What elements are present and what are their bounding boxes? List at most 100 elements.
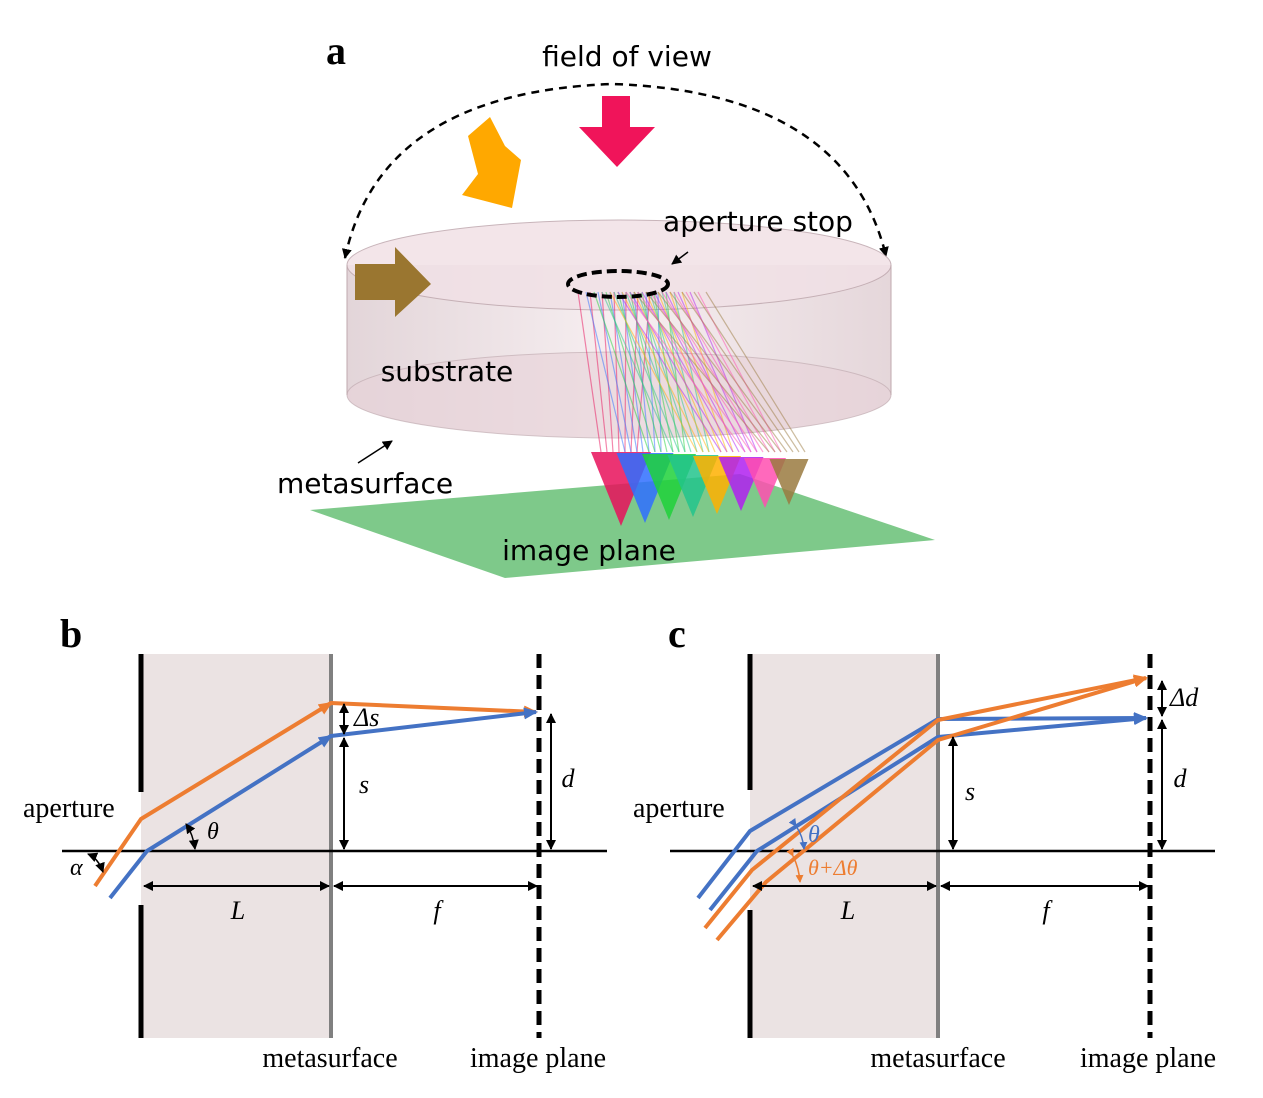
bundle-ray <box>641 291 674 453</box>
panel-b: b aperture metasurface image plane L f s… <box>23 611 607 1074</box>
bundle-ray <box>613 291 620 453</box>
bundle-ray <box>649 291 758 453</box>
theta-label: θ <box>808 822 820 848</box>
bundle-ray <box>645 291 716 453</box>
bundle-ray <box>669 291 788 453</box>
bundle-ray <box>665 291 746 453</box>
metasurface-pointer <box>357 440 393 464</box>
bundle-ray <box>636 291 651 453</box>
theta-arc <box>788 817 808 850</box>
s-label: s <box>965 777 975 806</box>
bundle-ray <box>625 291 746 453</box>
bundle-ray <box>705 291 806 453</box>
bundle-ray <box>641 291 734 453</box>
bundle-ray <box>621 291 644 453</box>
bundle-ray <box>633 291 710 453</box>
aperture-label: aperture <box>23 793 115 824</box>
panel-b-letter: b <box>60 611 82 656</box>
metasurface-label: metasurface <box>277 467 453 500</box>
ray-blue <box>108 707 538 900</box>
panel-a: a field of view aperture stop substrate … <box>277 28 935 578</box>
field-of-view-arc <box>341 82 889 259</box>
bundle-ray <box>613 291 680 453</box>
bundle-ray <box>601 291 674 453</box>
L-label: L <box>840 896 855 925</box>
bundle-ray <box>681 291 794 453</box>
bundle-ray <box>621 291 704 453</box>
bundle-ray <box>637 291 752 453</box>
bundle-ray <box>630 291 639 453</box>
d-label: d <box>1174 764 1188 793</box>
aperture-stop-pointer <box>671 251 689 265</box>
bundle-ray <box>697 291 782 453</box>
bundle-ray <box>577 291 602 453</box>
f-label: f <box>433 896 444 925</box>
light-bundle <box>577 291 806 453</box>
aperture-label: aperture <box>633 793 725 824</box>
bundle-ray <box>657 291 722 453</box>
bundle-ray <box>605 291 656 453</box>
bundle-ray <box>633 291 770 453</box>
image-plane <box>310 474 935 578</box>
panel-a-letter: a <box>326 28 346 73</box>
bundle-ray <box>601 291 614 453</box>
bundle-ray <box>673 291 710 453</box>
arrow-normal-incidence <box>579 96 655 167</box>
bundle-ray <box>669 291 728 453</box>
bundle-ray <box>589 291 608 453</box>
bundle-ray <box>645 291 776 453</box>
metasurface-label: metasurface <box>870 1043 1005 1074</box>
bundle-ray <box>657 291 782 453</box>
theta-plus-arc <box>786 847 804 883</box>
focal-cone <box>769 459 809 505</box>
bundle-ray <box>689 291 758 453</box>
metasurface-label: metasurface <box>262 1043 397 1074</box>
bundle-ray <box>624 291 627 453</box>
delta-s-label: Δs <box>353 703 379 732</box>
bundle-ray <box>661 291 704 453</box>
field-of-view-label: field of view <box>542 40 712 73</box>
ray-orange-lower <box>715 675 1148 942</box>
bundle-ray <box>665 291 686 453</box>
alpha-label: α <box>70 855 83 881</box>
arrow-oblique-incidence <box>462 117 521 208</box>
bundle-ray <box>649 291 698 453</box>
bundle-ray <box>681 291 734 453</box>
substrate-cylinder <box>346 219 892 439</box>
aperture-stop-ring <box>566 269 670 299</box>
ray-orange-upper <box>703 674 1148 930</box>
arrow-grazing-incidence <box>355 247 431 317</box>
bundle-ray <box>633 291 650 453</box>
delta-d-label: Δd <box>1169 683 1199 712</box>
bundle-ray <box>685 291 776 453</box>
bundle-ray <box>693 291 800 453</box>
image-plane-label: image plane <box>470 1043 606 1074</box>
focal-cones <box>591 452 809 526</box>
bundle-ray <box>653 291 680 453</box>
bundle-ray <box>677 291 752 453</box>
bundle-ray <box>593 291 650 453</box>
ray-orange-arrow-l <box>317 701 333 715</box>
substrate-slab <box>141 654 331 1038</box>
image-plane-label: image plane <box>1080 1043 1216 1074</box>
ray-orange <box>93 701 538 888</box>
bundle-ray <box>609 291 698 453</box>
ray-blue-arrow-l <box>317 734 333 748</box>
substrate-label: substrate <box>381 355 514 388</box>
bundle-ray <box>661 291 764 453</box>
image-plane-label: image plane <box>502 534 676 567</box>
d-label: d <box>562 764 576 793</box>
substrate-slab <box>750 654 938 1038</box>
bundle-ray <box>585 291 626 453</box>
panel-c: c aperture metasurface image plane L f s… <box>633 611 1216 1074</box>
ray-blue-upper <box>696 712 1148 900</box>
bundle-ray <box>653 291 740 453</box>
alpha-arc <box>87 852 105 873</box>
bundle-ray <box>629 291 728 453</box>
bundle-ray <box>609 291 638 453</box>
bundle-ray <box>637 291 692 453</box>
panel-c-letter: c <box>668 611 686 656</box>
theta-arc <box>185 823 199 850</box>
bundle-ray <box>645 291 656 453</box>
